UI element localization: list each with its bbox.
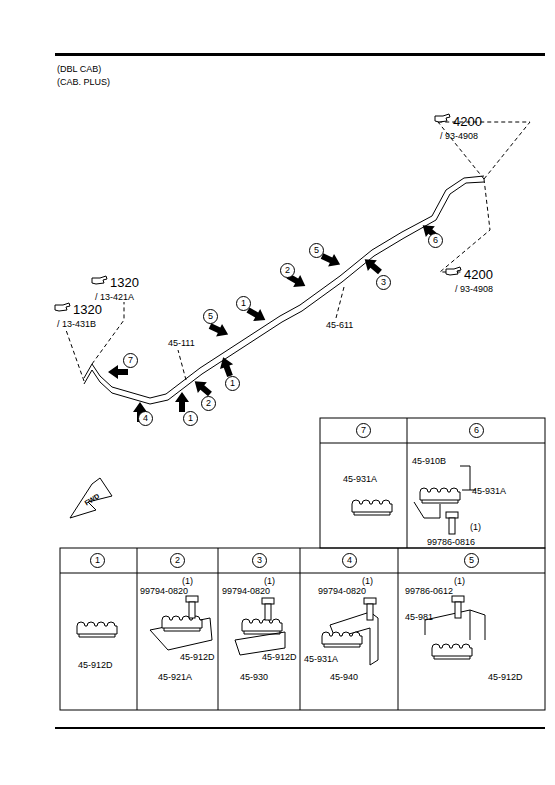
callout-number: 6 <box>428 233 443 248</box>
callout-number: 2 <box>280 263 295 278</box>
part-label: (1) <box>362 576 373 587</box>
callout-number: 4 <box>138 411 153 426</box>
callout-number: 5 <box>203 309 218 324</box>
forward-arrow <box>70 478 112 518</box>
part-label: (1) <box>264 576 275 587</box>
callout-number: 5 <box>464 553 479 568</box>
reference-number: 4200 <box>464 268 493 282</box>
part-label: 99786-0612 <box>405 586 453 597</box>
part-label: / 93-4908 <box>440 131 478 142</box>
part-label: 45-912D <box>488 672 523 683</box>
clip-arrow <box>108 220 442 422</box>
part-label: 45-931A <box>343 474 377 485</box>
part-label: 45-111 <box>168 338 195 349</box>
frame-rule <box>55 53 545 729</box>
callout-number: 7 <box>356 423 371 438</box>
reference-hand <box>55 114 461 311</box>
part-label: 45-930 <box>240 672 268 683</box>
part-label: (DBL CAB) <box>57 64 101 75</box>
part-label: 45-931A <box>304 654 338 665</box>
reference-number: 1320 <box>110 276 139 290</box>
part-label: / 93-4908 <box>455 284 493 295</box>
callout-number: 4 <box>342 553 357 568</box>
part-label: 45-931A <box>472 486 506 497</box>
part-label: (1) <box>470 522 481 533</box>
part-label: 45-611 <box>326 320 353 331</box>
reference-number: 1320 <box>73 303 102 317</box>
part-label: 99794-0820 <box>222 586 270 597</box>
part-label: (1) <box>182 576 193 587</box>
part-label: 99786-0816 <box>427 537 475 548</box>
part-label: 99794-0820 <box>318 586 366 597</box>
callout-number: 1 <box>236 296 251 311</box>
callout-number: 2 <box>170 553 185 568</box>
part-label: 45-981 <box>405 612 433 623</box>
callout-number: 1 <box>183 411 198 426</box>
part-label: 45-940 <box>330 672 358 683</box>
callout-number: 5 <box>309 243 324 258</box>
part-label: / 13-421A <box>95 292 134 303</box>
clip-drawing <box>77 466 485 665</box>
part-label: / 13-431B <box>57 319 96 330</box>
part-label: 45-912D <box>262 652 297 663</box>
part-label: (1) <box>454 576 465 587</box>
callout-number: 3 <box>376 275 391 290</box>
callout-number: 1 <box>90 553 105 568</box>
part-label: (CAB. PLUS) <box>57 77 110 88</box>
callout-number: 6 <box>469 423 484 438</box>
part-label: 99794-0820 <box>140 586 188 597</box>
part-label: 45-921A <box>158 672 192 683</box>
callout-number: 2 <box>201 396 216 411</box>
reference-number: 4200 <box>453 115 482 129</box>
part-label: 45-910B <box>412 456 446 467</box>
callout-number: 3 <box>252 553 267 568</box>
detail-table <box>60 418 545 710</box>
brake-pipe <box>84 176 484 404</box>
callout-number: 1 <box>225 376 240 391</box>
part-label: 45-912D <box>78 660 113 671</box>
callout-number: 7 <box>123 353 138 368</box>
part-label: 45-912D <box>180 652 215 663</box>
leader-line <box>66 122 530 381</box>
